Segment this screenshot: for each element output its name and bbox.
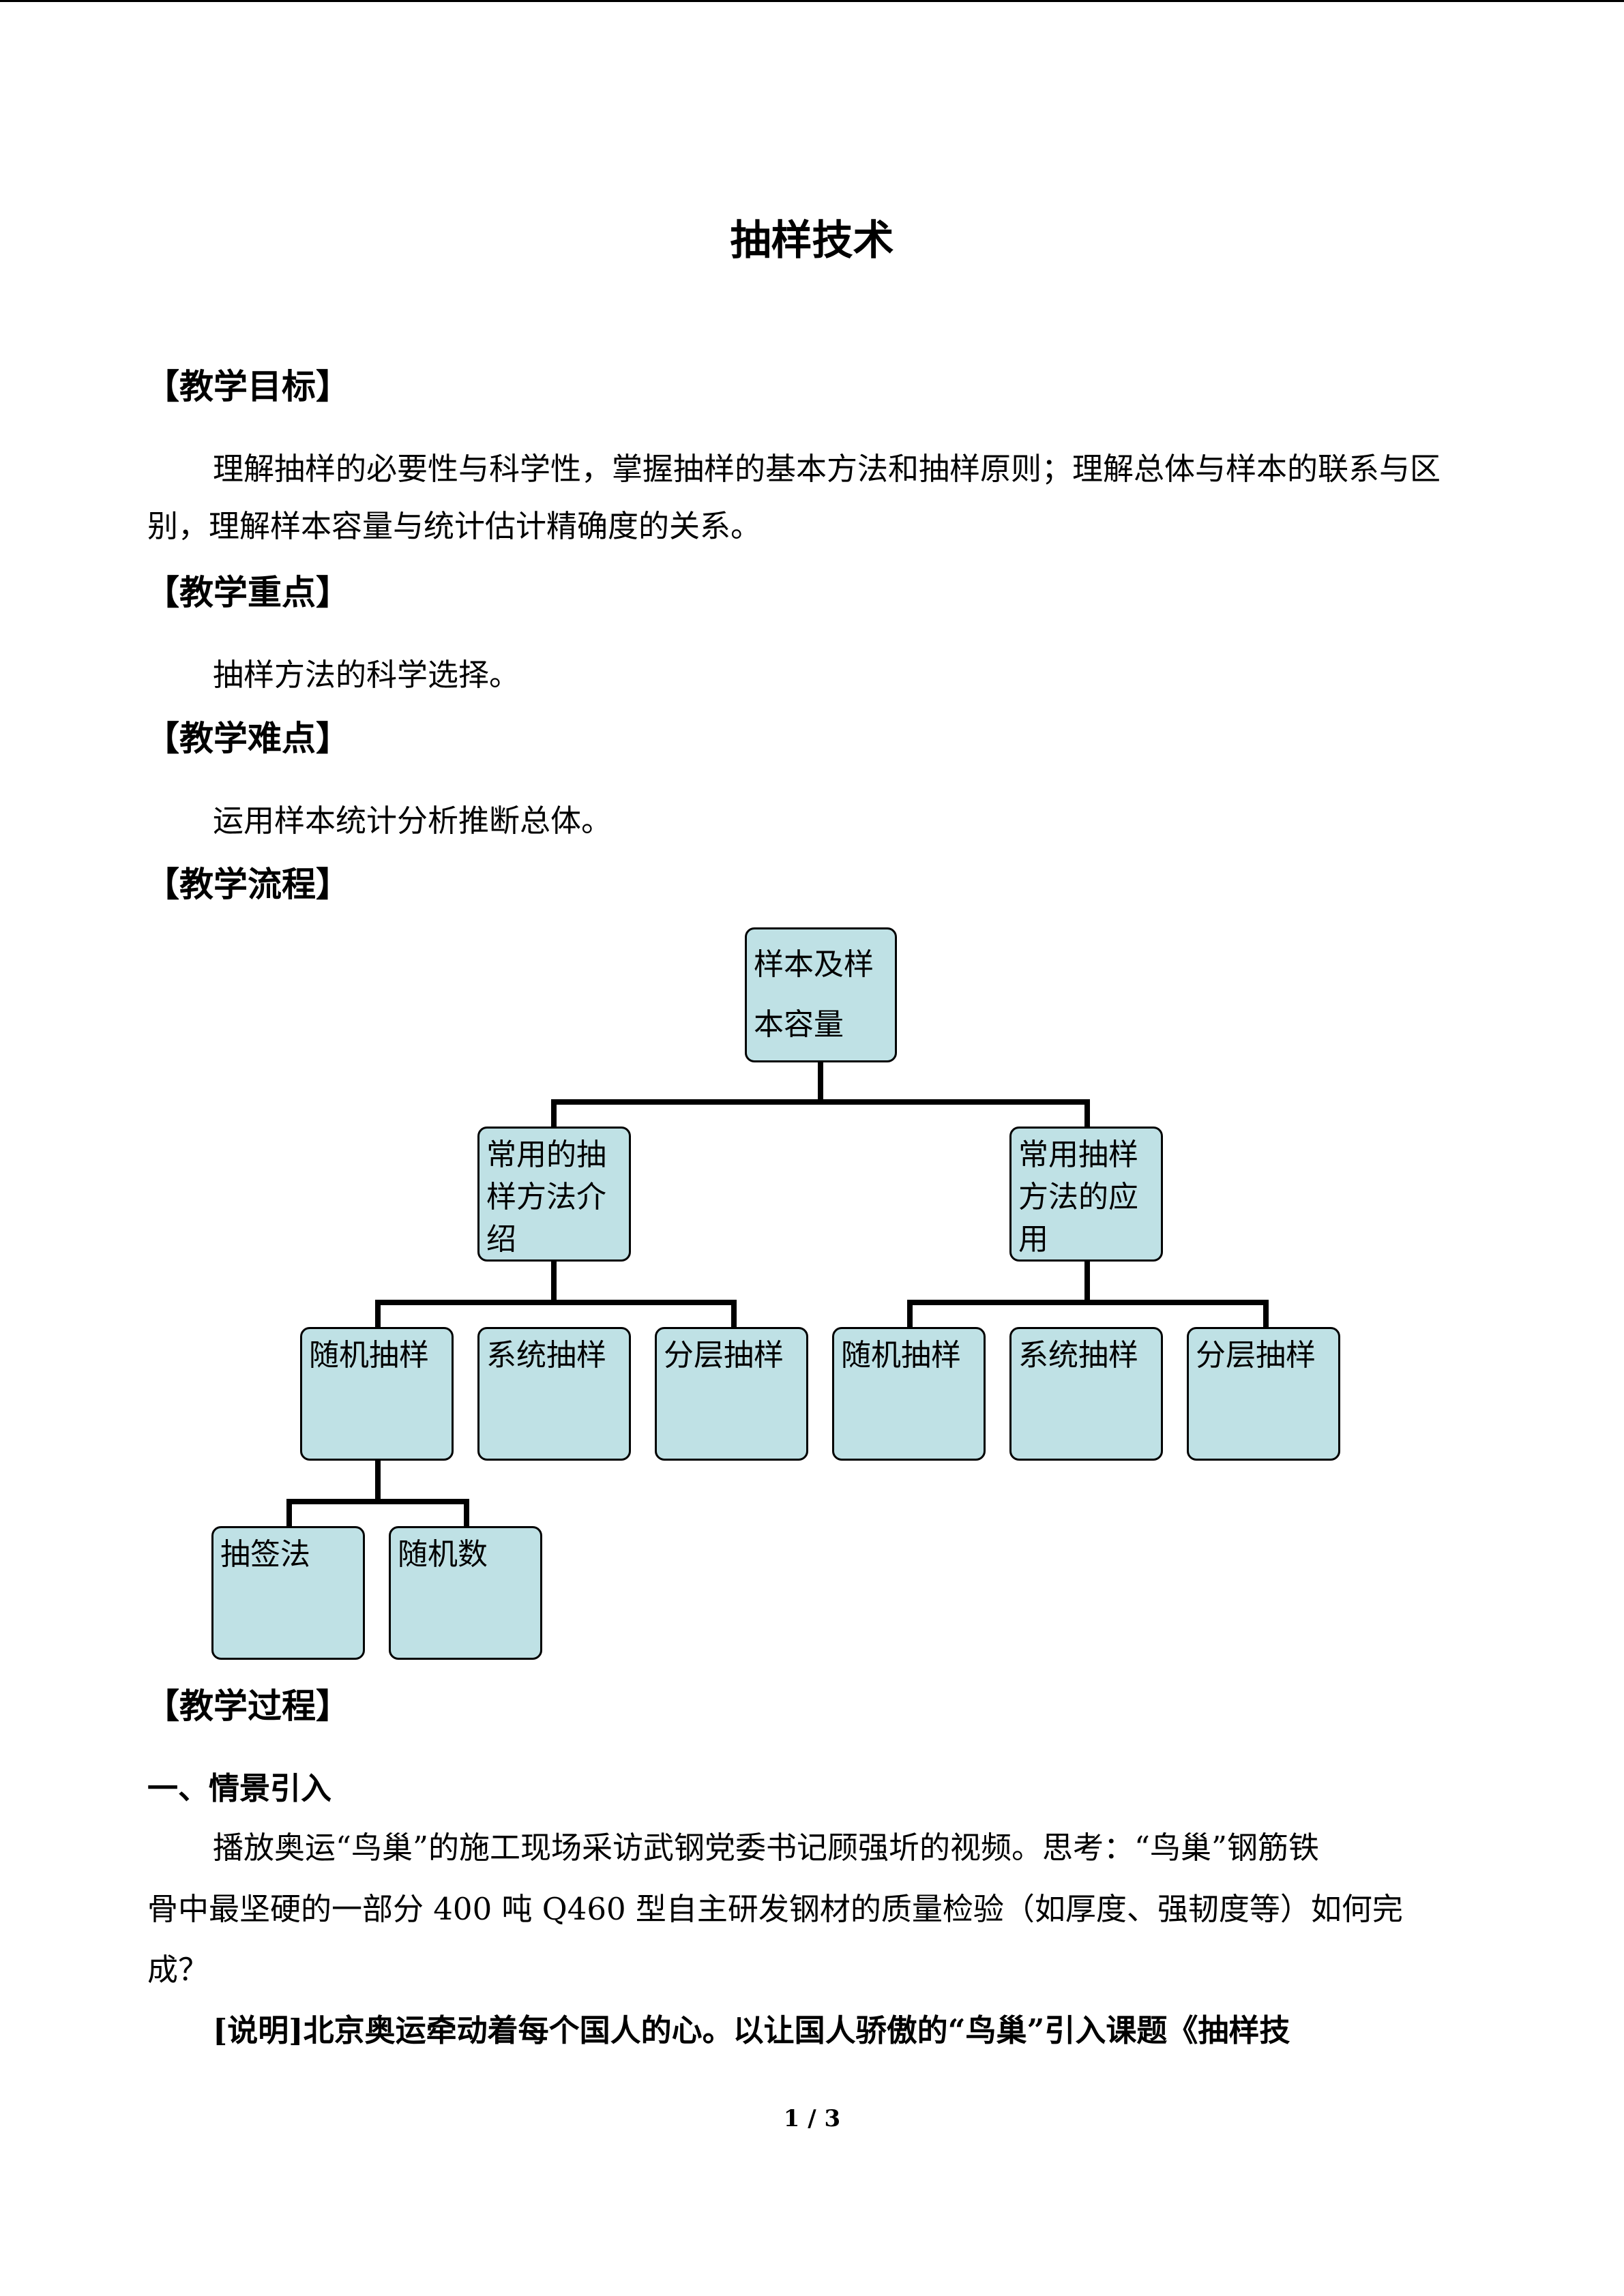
heading-difficulties: 【教学难点】 bbox=[145, 718, 350, 758]
connector-random-down bbox=[375, 1459, 381, 1502]
connector-right-child1-up bbox=[907, 1300, 913, 1328]
connector-right-child3-up bbox=[1263, 1300, 1269, 1328]
heading-process: 【教学过程】 bbox=[145, 1686, 350, 1726]
connector-right-down bbox=[1084, 1260, 1090, 1302]
connector-root-bar bbox=[551, 1099, 1090, 1105]
connector-left-child3-up bbox=[731, 1300, 737, 1328]
key-points-text: 抽样方法的科学选择。 bbox=[213, 657, 520, 693]
flow-node-left-child-random: 随机抽样 bbox=[300, 1327, 454, 1461]
process-paragraph-line-3: 成？ bbox=[147, 1952, 209, 1988]
connector-right-branch-up bbox=[1084, 1099, 1090, 1127]
process-paragraph-line-2: 骨中最坚硬的一部分 400 吨 Q460 型自主研发钢材的质量检验（如厚度、强韧… bbox=[147, 1891, 1403, 1927]
flow-node-lottery: 抽签法 bbox=[211, 1526, 365, 1660]
flow-node-root: 样本及样本容量 bbox=[745, 927, 897, 1062]
flow-node-right-child-stratified: 分层抽样 bbox=[1187, 1327, 1340, 1461]
objectives-paragraph: 理解抽样的必要性与科学性，掌握抽样的基本方法和抽样原则；理解总体与样本的联系与区… bbox=[147, 451, 1441, 544]
flow-node-left-branch: 常用的抽样方法介绍 bbox=[477, 1127, 631, 1262]
difficulties-text: 运用样本统计分析推断总体。 bbox=[213, 803, 612, 839]
heading-flow: 【教学流程】 bbox=[145, 864, 350, 904]
flow-node-right-child-systematic: 系统抽样 bbox=[1009, 1327, 1163, 1461]
connector-left-bar bbox=[375, 1300, 737, 1305]
heading-key-points: 【教学重点】 bbox=[145, 572, 350, 612]
heading-objectives: 【教学目标】 bbox=[145, 366, 350, 406]
subheading-scenario: 一、情景引入 bbox=[147, 1770, 332, 1806]
connector-random-bar bbox=[286, 1499, 469, 1504]
connector-left-branch-up bbox=[551, 1099, 557, 1127]
connector-right-bar bbox=[907, 1300, 1269, 1305]
process-note: [说明]北京奥运牵动着每个国人的心。以让国人骄傲的“鸟巢”引入课题《抽样技 bbox=[213, 2012, 1290, 2048]
page-number: 1 / 3 bbox=[783, 2105, 841, 2132]
flow-node-left-child-stratified: 分层抽样 bbox=[655, 1327, 808, 1461]
flow-node-left-child-systematic: 系统抽样 bbox=[477, 1327, 631, 1461]
connector-left-down bbox=[551, 1260, 557, 1302]
connector-root-down bbox=[818, 1060, 823, 1102]
flow-node-random-number: 随机数 bbox=[389, 1526, 542, 1660]
document-title: 抽样技术 bbox=[730, 217, 894, 265]
process-paragraph-line-1: 播放奥运“鸟巢”的施工现场采访武钢党委书记顾强圻的视频。思考：“鸟巢”钢筋铁 bbox=[213, 1830, 1320, 1866]
connector-left-child1-up bbox=[375, 1300, 381, 1328]
flow-node-right-child-random: 随机抽样 bbox=[832, 1327, 986, 1461]
connector-random-child1-up bbox=[286, 1499, 292, 1529]
page-top-border bbox=[0, 0, 1624, 2]
connector-random-child2-up bbox=[464, 1499, 469, 1529]
flow-node-right-branch: 常用抽样方法的应用 bbox=[1009, 1127, 1163, 1262]
